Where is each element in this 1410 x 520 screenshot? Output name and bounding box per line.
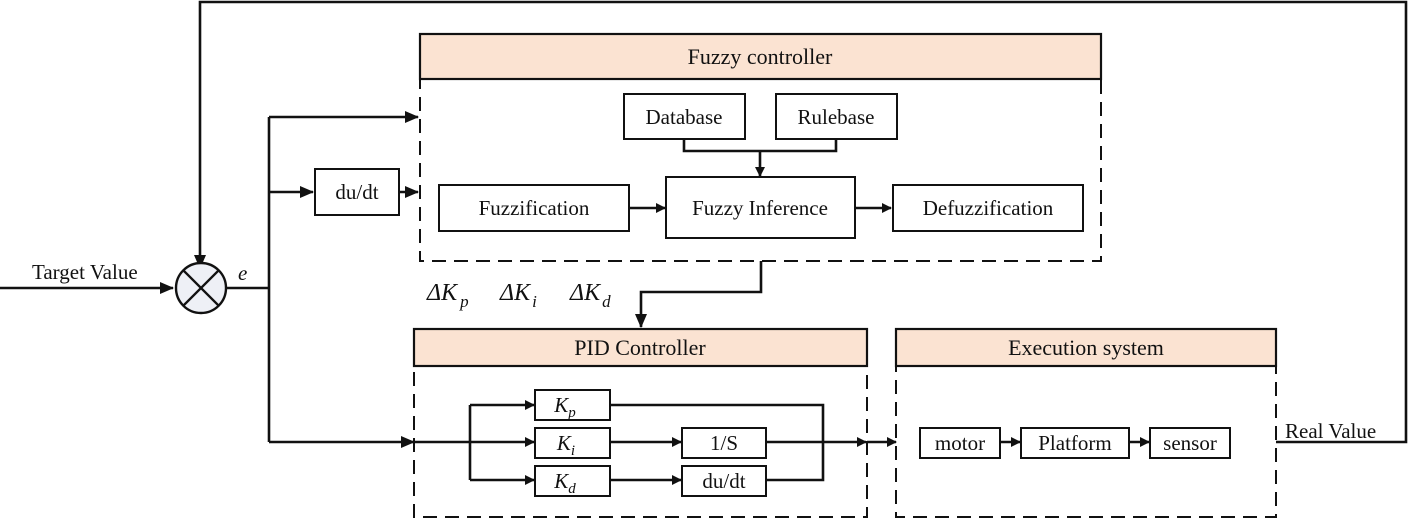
pid-controller-title: PID Controller bbox=[574, 335, 706, 360]
pid-controller: PID Controller Kp Ki Kd 1/S du/dt bbox=[412, 327, 869, 518]
execution-system-header bbox=[894, 327, 1278, 368]
kp-label: Kp bbox=[553, 393, 576, 421]
feedback-loop bbox=[194, 0, 1408, 444]
feedback-line bbox=[194, 0, 1408, 444]
execution-system-title: Execution system bbox=[1008, 335, 1164, 360]
summing-junction bbox=[174, 261, 228, 315]
knowledge-base-merge-line bbox=[682, 139, 838, 153]
gain-adjustment-line bbox=[635, 261, 763, 328]
defuzzification-label: Defuzzification bbox=[923, 196, 1054, 220]
fuzzy-inference-label: Fuzzy Inference bbox=[692, 196, 828, 220]
ki-block: Ki bbox=[534, 427, 611, 459]
platform-block: Platform bbox=[1020, 427, 1130, 459]
rulebase-label: Rulebase bbox=[798, 105, 875, 129]
fuzzification-block: Fuzzification bbox=[438, 184, 630, 232]
derivative-block: du/dt bbox=[314, 168, 400, 216]
fuzzy-inference-block: Fuzzy Inference bbox=[665, 176, 856, 239]
output-label: Real Value bbox=[1285, 419, 1376, 443]
error-label: e bbox=[238, 261, 247, 285]
fuzzy-controller-header bbox=[418, 32, 1103, 81]
kd-label: Kd bbox=[553, 469, 576, 497]
motor-label: motor bbox=[935, 431, 985, 455]
execution-system: Execution system motor Platform sensor bbox=[894, 327, 1278, 518]
fuzzy-controller-title: Fuzzy controller bbox=[688, 44, 833, 69]
differentiator-label: du/dt bbox=[702, 469, 745, 493]
differentiator-block: du/dt bbox=[681, 465, 767, 497]
sensor-block: sensor bbox=[1149, 427, 1231, 459]
sensor-label: sensor bbox=[1163, 431, 1217, 455]
pid-controller-header bbox=[412, 327, 869, 368]
rulebase-block: Rulebase bbox=[775, 93, 898, 140]
database-block: Database bbox=[623, 93, 746, 140]
platform-label: Platform bbox=[1038, 431, 1112, 455]
fuzzification-label: Fuzzification bbox=[479, 196, 590, 220]
kd-block: Kd bbox=[534, 465, 611, 497]
defuzzification-block: Defuzzification bbox=[892, 184, 1084, 232]
input-label: Target Value bbox=[32, 260, 138, 284]
integrator-block: 1/S bbox=[681, 427, 767, 459]
motor-block: motor bbox=[919, 427, 1001, 459]
database-label: Database bbox=[646, 105, 723, 129]
kp-block: Kp bbox=[534, 389, 611, 421]
derivative-block-label: du/dt bbox=[335, 180, 378, 204]
fuzzy-controller: Fuzzy controller Database Rulebase Fuzzi… bbox=[418, 32, 1103, 262]
ki-label: Ki bbox=[556, 431, 575, 459]
integrator-label: 1/S bbox=[710, 431, 738, 455]
